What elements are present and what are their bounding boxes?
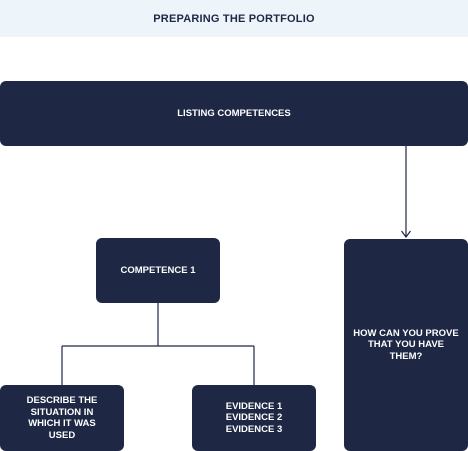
node-listing-label: LISTING COMPETENCES: [177, 107, 291, 119]
node-competence-label: COMPETENCE 1: [120, 264, 196, 276]
node-evidence-label: EVIDENCE 1 EVIDENCE 2 EVIDENCE 3: [225, 400, 283, 435]
node-evidence: EVIDENCE 1 EVIDENCE 2 EVIDENCE 3: [192, 385, 316, 451]
node-describe-label: DESCRIBE THE SITUATION IN WHICH IT WAS U…: [26, 395, 98, 441]
node-listing-competences: LISTING COMPETENCES: [0, 81, 468, 146]
node-how-to-prove: HOW CAN YOU PROVE THAT YOU HAVE THEM?: [344, 239, 468, 451]
arrow-head: [401, 230, 411, 238]
node-describe-situation: DESCRIBE THE SITUATION IN WHICH IT WAS U…: [0, 385, 124, 451]
page-title: PREPARING THE PORTFOLIO: [0, 0, 468, 37]
node-prove-label: HOW CAN YOU PROVE THAT YOU HAVE THEM?: [353, 327, 459, 362]
page-title-text: PREPARING THE PORTFOLIO: [153, 12, 315, 25]
node-competence-1: COMPETENCE 1: [96, 238, 220, 303]
